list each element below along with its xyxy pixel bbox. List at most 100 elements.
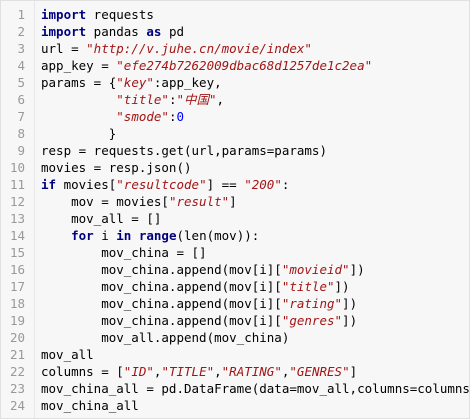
code-line[interactable]: 17 mov_china.append(mov[i]["title"])	[1, 278, 469, 295]
string-token: "中国"	[176, 92, 217, 107]
code-token: ,	[216, 92, 225, 107]
code-token: mov_china.append(mov[i][	[41, 279, 282, 294]
code-line[interactable]: 20 mov_all.append(mov_china)	[1, 329, 469, 346]
keyword-token: in	[116, 228, 132, 243]
line-number: 16	[9, 262, 25, 277]
code-text: import pandas as pd	[41, 23, 184, 40]
code-text: for i in range(len(mov)):	[41, 227, 259, 244]
line-number: 10	[9, 160, 25, 175]
keyword-token: range	[138, 228, 177, 243]
line-number: 7	[17, 109, 25, 124]
code-line[interactable]: 2 import pandas as pd	[1, 23, 469, 40]
code-line[interactable]: 18 mov_china.append(mov[i]["rating"])	[1, 295, 469, 312]
line-number: 18	[9, 296, 25, 311]
code-text: mov_china.append(mov[i]["genres"])	[41, 312, 357, 329]
string-token: "smode"	[116, 109, 169, 124]
code-line[interactable]: 13 mov_all = []	[1, 210, 469, 227]
code-token	[131, 228, 139, 243]
string-token: "resultcode"	[116, 177, 207, 192]
code-token: ])	[342, 313, 358, 328]
line-number: 2	[17, 24, 25, 39]
code-line[interactable]: 3 url = "http://v.juhe.cn/movie/index"	[1, 40, 469, 57]
code-text: params = {"key":app_key,	[41, 74, 222, 91]
code-line[interactable]: 14 for i in range(len(mov)):	[1, 227, 469, 244]
code-text: mov = movies["result"]	[41, 193, 237, 210]
code-token: :	[168, 109, 177, 124]
code-token: ])	[342, 296, 358, 311]
code-token: url =	[41, 41, 87, 56]
code-text: import requests	[41, 6, 154, 23]
string-token: "ID"	[123, 364, 154, 379]
code-token: mov_china.append(mov[i][	[41, 296, 282, 311]
code-text: "title":"中国",	[41, 91, 224, 108]
code-token: ]	[229, 194, 237, 209]
string-token: "TITLE"	[161, 364, 215, 379]
string-token: "genres"	[281, 313, 343, 328]
string-token: "efe274b7262009dbac68d1257de1c2ea"	[116, 58, 373, 73]
line-number: 3	[17, 41, 25, 56]
code-line[interactable]: 6 "title":"中国",	[1, 91, 469, 108]
code-token: mov = movies[	[41, 194, 169, 209]
code-token: mov_all = []	[41, 211, 162, 226]
keyword-token: import	[41, 7, 87, 22]
code-token: app_key =	[41, 58, 117, 73]
code-text: mov_all = []	[41, 210, 161, 227]
line-number: 17	[9, 279, 25, 294]
code-token: }	[41, 126, 117, 141]
code-token: pandas	[86, 24, 147, 39]
number-token: 0	[176, 109, 185, 124]
code-token: mov_all.append(mov_china)	[41, 330, 290, 345]
line-number: 9	[17, 143, 25, 158]
code-token: mov_china.append(mov[i][	[41, 262, 282, 277]
code-line[interactable]: 8 }	[1, 125, 469, 142]
code-token: ,	[281, 364, 290, 379]
line-number: 8	[17, 126, 25, 141]
line-number: 13	[9, 211, 25, 226]
code-line[interactable]: 24 mov_china_all	[1, 397, 469, 414]
line-number: 14	[9, 228, 25, 243]
code-token: ]	[349, 364, 358, 379]
code-token: movies = resp.json()	[41, 160, 192, 175]
string-token: "GENRES"	[289, 364, 350, 379]
string-token: "title"	[116, 92, 169, 107]
code-text: columns = ["ID","TITLE","RATING","GENRES…	[41, 363, 357, 380]
code-token: ,	[214, 364, 222, 379]
code-token: mov_china_all	[41, 398, 139, 413]
line-number: 24	[9, 398, 25, 413]
code-line[interactable]: 10 movies = resp.json()	[1, 159, 469, 176]
keyword-token: import	[41, 24, 87, 39]
code-token: pd	[161, 24, 185, 39]
line-number: 11	[9, 177, 25, 192]
code-token: columns = [	[41, 364, 124, 379]
line-number: 19	[9, 313, 25, 328]
string-token: "title"	[281, 279, 335, 294]
code-text: "smode":0	[41, 108, 184, 125]
code-line[interactable]: 9 resp = requests.get(url,params=params)	[1, 142, 469, 159]
code-text: mov_china.append(mov[i]["title"])	[41, 278, 349, 295]
code-line[interactable]: 16 mov_china.append(mov[i]["movieid"])	[1, 261, 469, 278]
code-token: ])	[349, 262, 365, 277]
code-text: mov_china_all	[41, 397, 139, 414]
code-line[interactable]: 12 mov = movies["result"]	[1, 193, 469, 210]
code-line[interactable]: 15 mov_china = []	[1, 244, 469, 261]
code-text: }	[41, 125, 117, 142]
line-number: 15	[9, 245, 25, 260]
string-token: "http://v.juhe.cn/movie/index"	[86, 41, 312, 56]
code-line[interactable]: 19 mov_china.append(mov[i]["genres"])	[1, 312, 469, 329]
code-token: ,	[153, 364, 162, 379]
code-text: mov_all	[41, 346, 94, 363]
code-text: mov_all.append(mov_china)	[41, 329, 289, 346]
code-line[interactable]: 7 "smode":0	[1, 108, 469, 125]
string-token: "200"	[244, 177, 282, 192]
code-token: resp = requests.get(url,params=params)	[41, 143, 327, 158]
code-token: (len(mov)):	[176, 228, 260, 243]
line-number: 6	[17, 92, 25, 107]
